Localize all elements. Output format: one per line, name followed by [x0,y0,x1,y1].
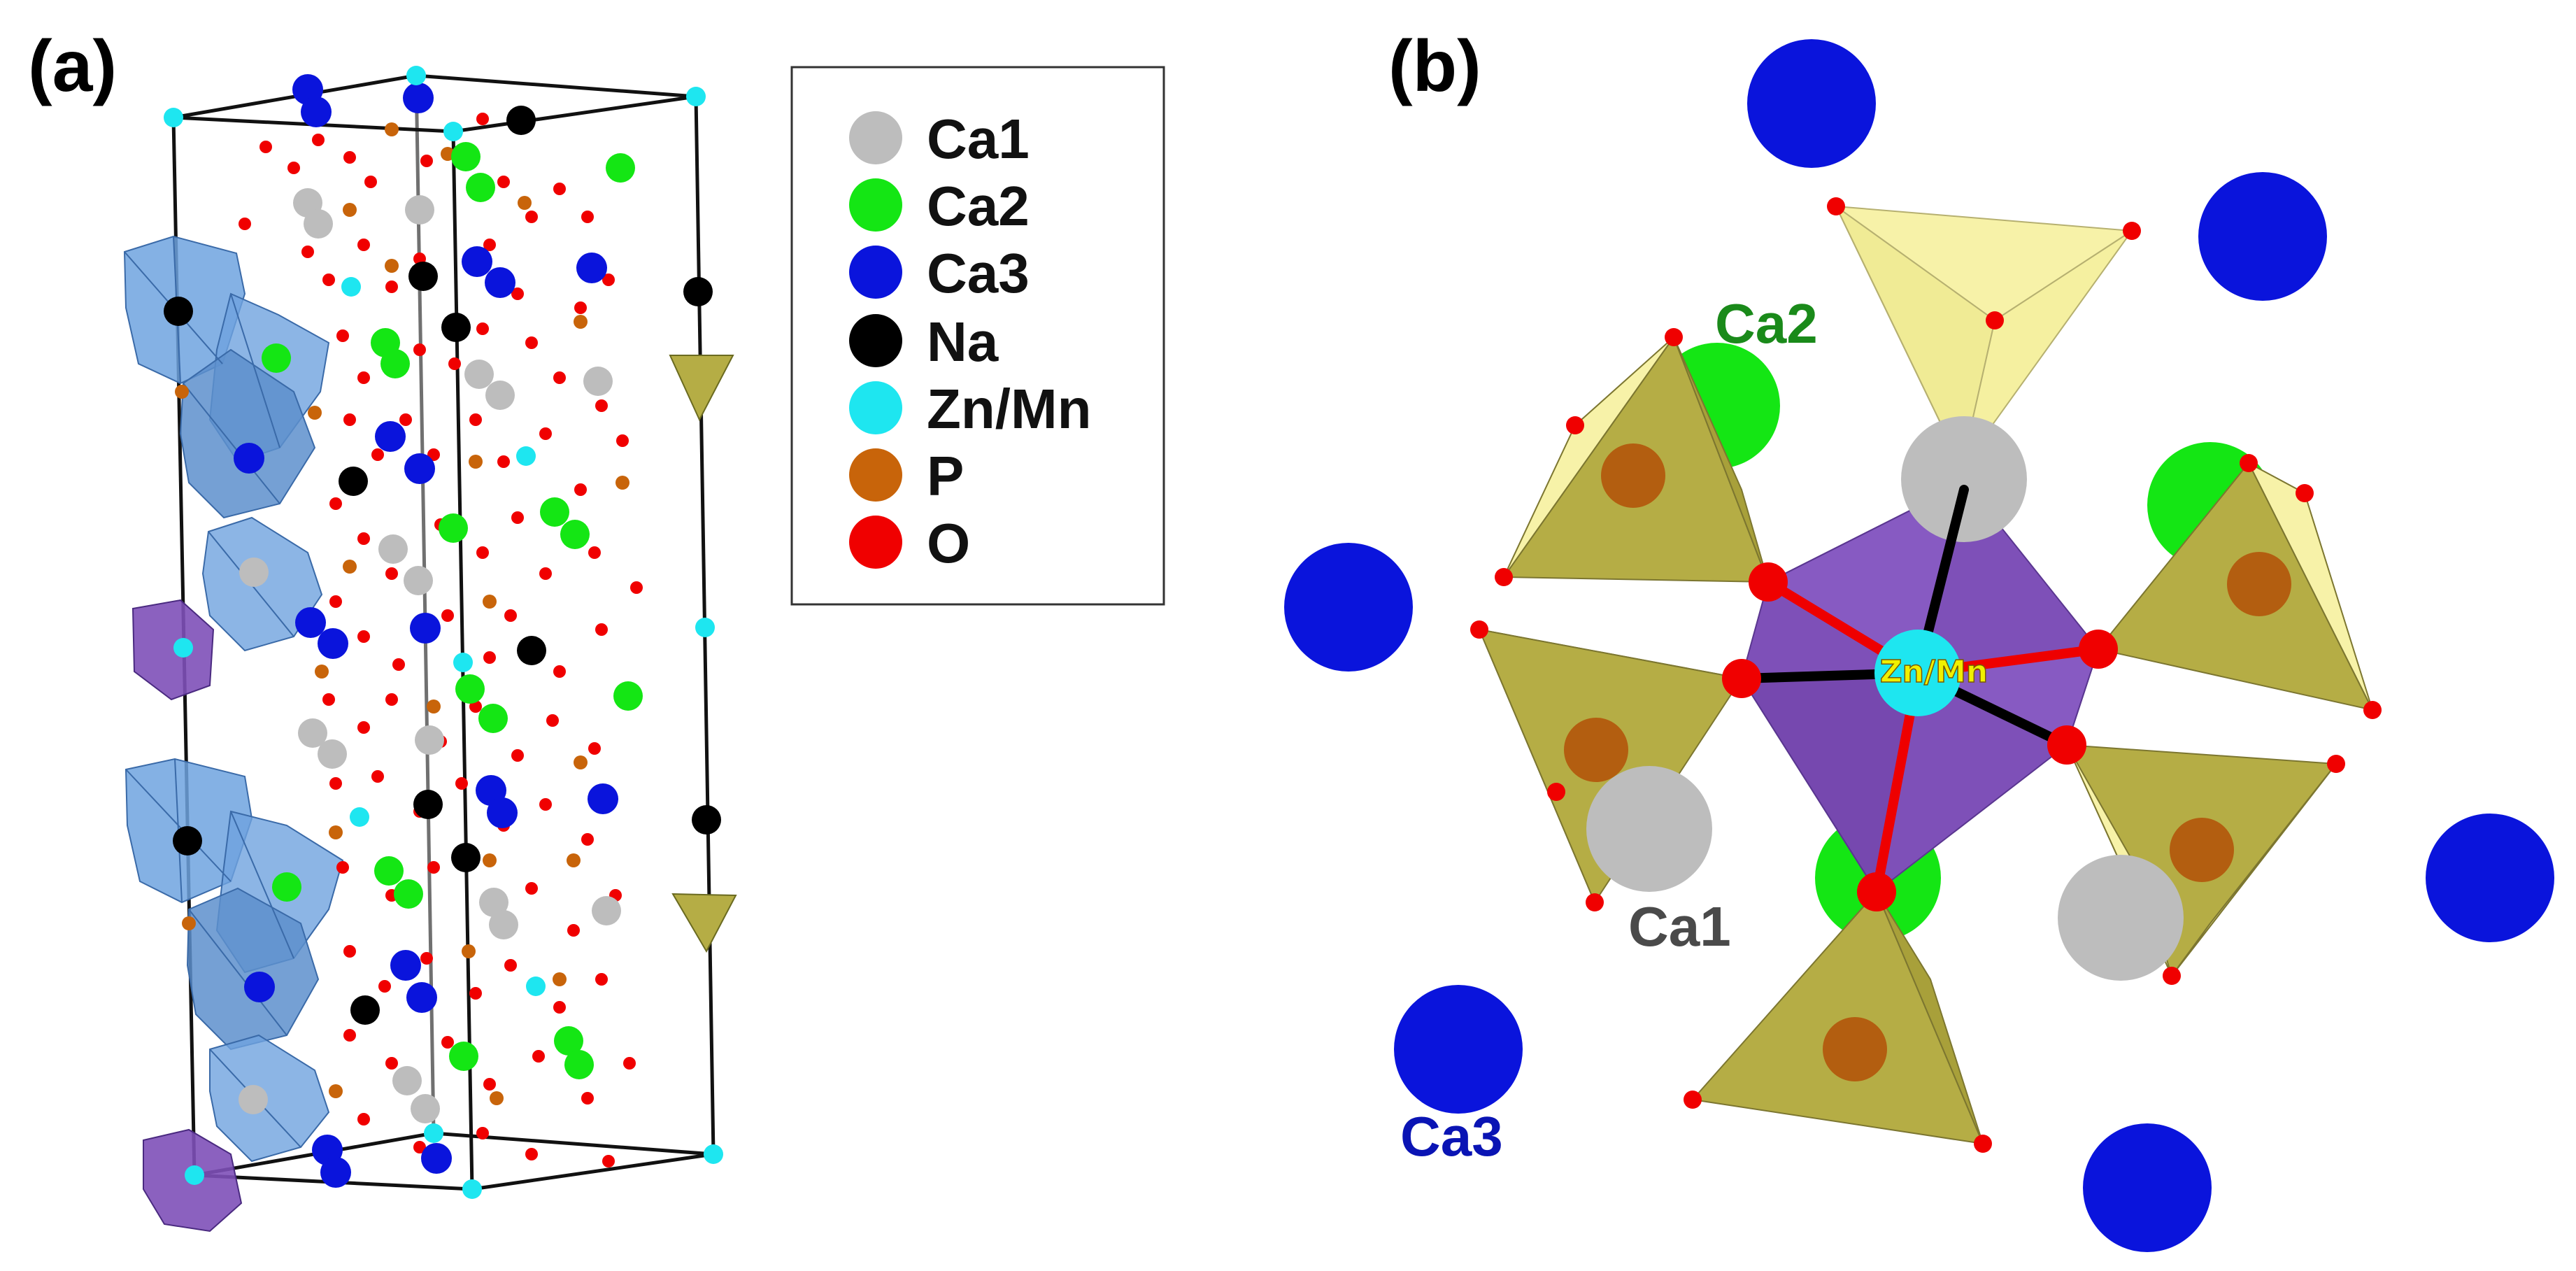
legend-item-ca1: Ca1 [849,108,1030,170]
ca1-sites [1586,416,2184,981]
zn-mn-center-atom [1874,630,1961,716]
panel-a: (a) [28,26,737,1233]
legend-item-na: Na [849,311,999,373]
panel-b-label: (b) [1388,26,1481,107]
legend-swatch [849,111,902,164]
legend-label: O [927,512,970,574]
legend: Ca1 Ca2 Ca3 Na Zn/Mn P O [790,66,1165,606]
center-atom-label: Zn/Mn [1880,654,1988,690]
panel-a-label: (a) [28,26,117,107]
legend-item-zn-mn: Zn/Mn [849,378,1091,440]
ca3-sites [1284,39,2554,1252]
p-tetrahedron-top [1833,205,2134,470]
legend-label: Ca1 [927,108,1030,170]
legend-item-ca2: Ca2 [849,175,1030,237]
site-label-ca1: Ca1 [1628,895,1731,958]
legend-label: Ca2 [927,175,1030,237]
legend-item-p: P [849,445,964,507]
legend-swatch [849,178,902,232]
legend-swatch [849,246,902,299]
site-label-ca3: Ca3 [1400,1105,1503,1167]
legend-swatch [849,448,902,502]
site-label-ca2: Ca2 [1715,292,1818,355]
legend-label: P [927,445,964,507]
ca-polyhedra-lower [124,758,344,1163]
legend-swatch [849,314,902,367]
p-tetrahedra-a [669,355,737,953]
ca-polyhedra-upper [123,235,330,652]
legend-swatch [849,381,902,434]
p-tetrahedron-bottom [1691,890,1984,1145]
legend-label: Na [927,311,999,373]
legend-item-ca3: Ca3 [849,242,1030,304]
p-tetrahedron-right-upper [2097,461,2374,711]
oxygen-sites [1470,197,2382,1153]
legend-label: Zn/Mn [927,378,1091,440]
p-tetrahedron-left-upper [1502,335,1770,583]
legend-swatch [849,516,902,569]
legend-item-o: O [849,512,970,574]
panel-b: (b) [1284,26,2554,1252]
atoms-panel-a [164,66,723,1199]
p-tetrahedron-left-lower [1477,627,1743,904]
legend-label: Ca3 [927,242,1030,304]
